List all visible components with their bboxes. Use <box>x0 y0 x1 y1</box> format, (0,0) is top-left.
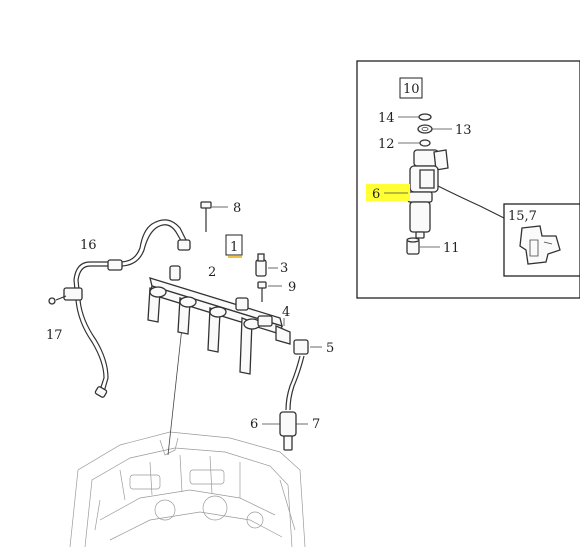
detail-label-6-highlight <box>366 184 410 201</box>
callout-2: 2 <box>208 265 216 280</box>
detail-label-10-box <box>399 77 423 99</box>
detail-label-15-7: 15,7 <box>508 209 537 224</box>
clamp-4 <box>275 318 291 345</box>
detail-label-13: 13 <box>455 123 472 138</box>
bolt-9 <box>257 281 282 302</box>
detail-label-14: 14 <box>378 111 395 126</box>
detail-label-12: 12 <box>378 137 395 152</box>
detail-label-6: 6 <box>372 187 380 202</box>
callout-3: 3 <box>280 261 288 276</box>
detail-label-10: 10 <box>403 82 420 97</box>
fuel-rail-assembly <box>147 265 283 375</box>
callout-9: 9 <box>288 280 296 295</box>
callout-1: 1 <box>230 240 238 255</box>
callout-17: 17 <box>46 328 63 343</box>
callout-1-underline <box>228 256 242 258</box>
callout-7: 7 <box>312 417 320 432</box>
callout-16: 16 <box>80 238 97 253</box>
callout-4: 4 <box>282 305 290 320</box>
callout-6: 6 <box>250 417 258 432</box>
callout-5: 5 <box>326 341 334 356</box>
bolt-17 <box>48 287 83 305</box>
engine-block-sketch <box>69 431 306 547</box>
detail-label-11: 11 <box>443 241 460 256</box>
connector-5 <box>285 339 322 411</box>
callout-8: 8 <box>233 201 241 216</box>
pressure-sensor-3 <box>255 253 278 277</box>
callout-1-box <box>225 234 243 256</box>
fuel-pipe-16 <box>73 219 191 398</box>
injector-lower-6-7 <box>262 411 308 451</box>
bolt-8 <box>200 201 228 232</box>
detail-inset: 10 14 13 12 6 11 15,7 <box>356 60 580 299</box>
